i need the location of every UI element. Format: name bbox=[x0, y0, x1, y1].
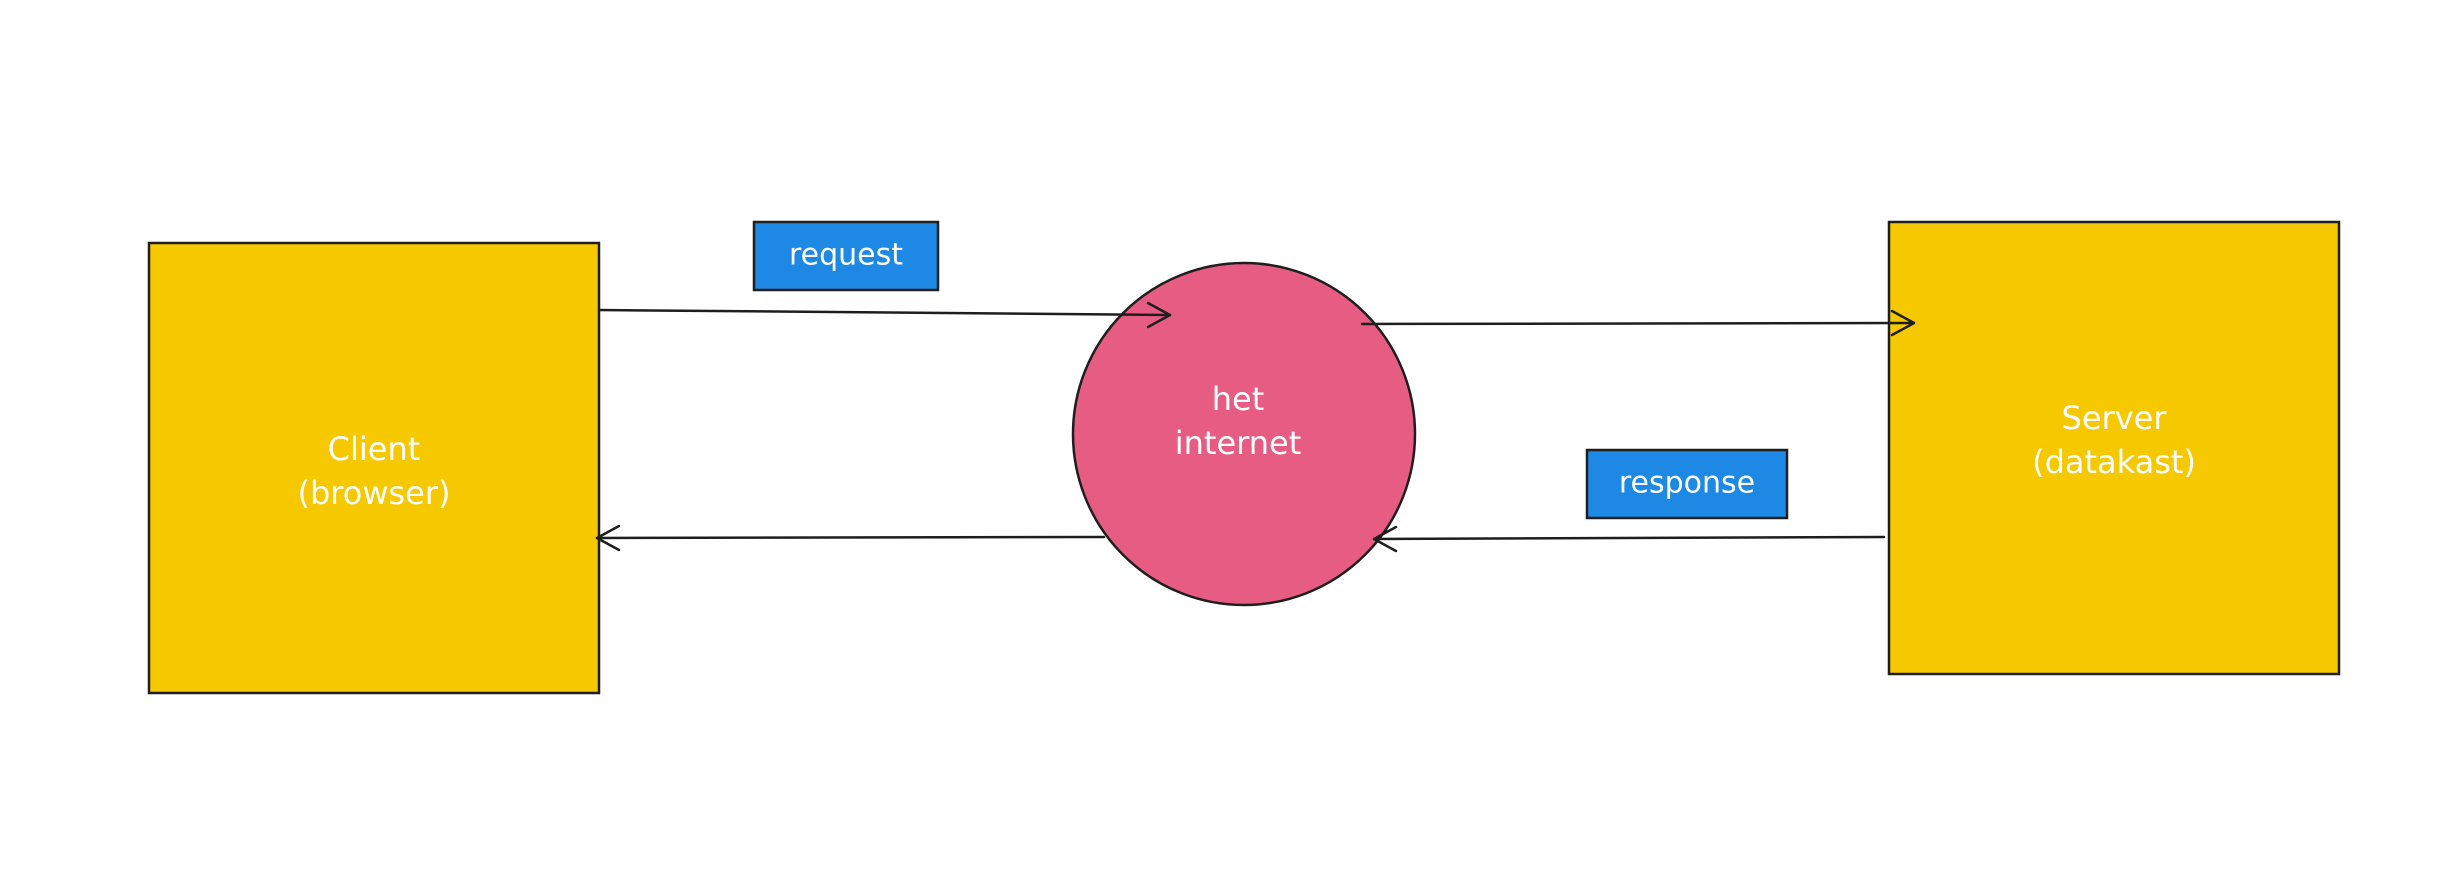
request-tag-label: request bbox=[789, 238, 903, 273]
response-tag-label: response bbox=[1619, 466, 1755, 501]
client-box bbox=[147, 241, 601, 695]
server-label-line2: (datakast) bbox=[2032, 443, 2196, 481]
internet-circle bbox=[1071, 261, 1417, 607]
client-node[interactable]: Client (browser) bbox=[147, 241, 601, 695]
response-tag[interactable]: response bbox=[1585, 448, 1789, 520]
request-tag-box bbox=[752, 220, 940, 292]
server-node[interactable]: Server (datakast) bbox=[1887, 220, 2341, 676]
arrow-internet-to-server bbox=[1360, 309, 1916, 337]
internet-label-line2: internet bbox=[1175, 424, 1302, 462]
arrow-internet-to-client bbox=[595, 524, 1106, 552]
response-tag-box bbox=[1585, 448, 1789, 520]
client-label-line2: (browser) bbox=[298, 474, 451, 512]
request-tag[interactable]: request bbox=[752, 220, 940, 292]
server-box bbox=[1887, 220, 2341, 676]
server-label-line1: Server bbox=[2062, 399, 2168, 437]
arrow-client-to-internet bbox=[597, 301, 1172, 329]
internet-label-line1: het bbox=[1212, 380, 1265, 418]
arrow-server-to-internet bbox=[1372, 525, 1886, 553]
internet-node[interactable]: het internet bbox=[1071, 261, 1417, 607]
client-label-line1: Client bbox=[328, 430, 421, 468]
